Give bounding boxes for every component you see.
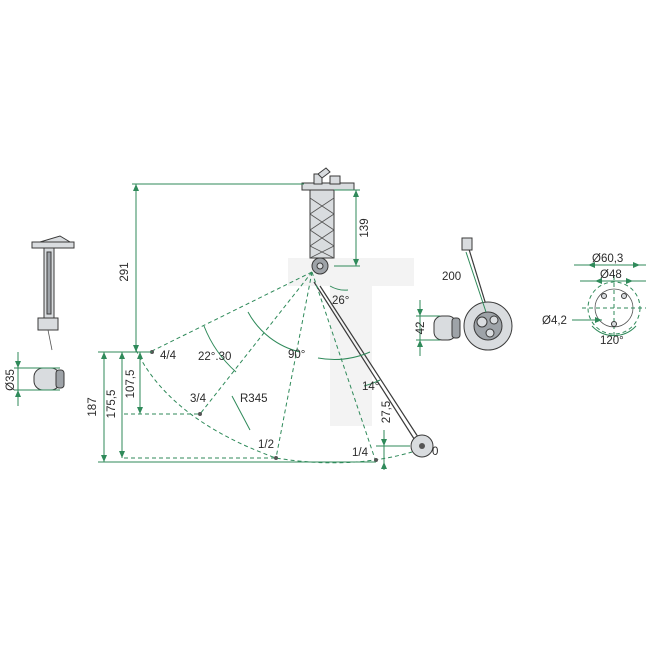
float-arm [313,281,434,458]
dimension-dia-35 [14,352,60,406]
dimension-139 [334,189,360,267]
sender-flange-head [301,167,355,191]
label-27-5: 27,5 [381,401,393,423]
label-angle-90: 90° [288,349,305,361]
dimension-175-5 [119,352,125,458]
label-dia-4-2: Ø4,2 [542,315,567,327]
label-175-5: 175,5 [106,390,118,419]
label-187: 187 [87,397,99,416]
label-dia-35: Ø35 [5,369,17,391]
dimension-107-5 [137,352,143,414]
label-pos-0: 0 [432,446,438,458]
sender-lattice-tube [309,189,335,275]
label-200: 200 [442,271,461,283]
dimension-42 [416,300,440,356]
dimension-dia-4-2 [572,317,602,323]
label-angle-120: 120° [600,335,624,347]
label-angle-22-30: 22°.30 [198,351,231,363]
angle-arcs [203,285,381,431]
label-radius-345: R345 [240,393,268,405]
dimension-dia-60-3 [574,262,646,268]
dimension-291 [128,183,304,353]
label-angle-14: 14° [362,381,379,393]
side-view-sender [31,235,75,391]
float-arc-and-positions [124,271,413,464]
label-pos-1-2: 1/2 [258,439,274,451]
label-291: 291 [119,262,131,281]
label-pos-3-4: 3/4 [190,393,207,405]
label-42: 42 [415,322,427,335]
label-pos-4-4: 4/4 [160,350,177,362]
label-107-5: 107,5 [125,370,137,399]
dimension-dia-48 [580,278,646,284]
top-view-flange [433,237,513,351]
dimension-200 [465,251,487,313]
label-pos-1-4: 1/4 [352,447,369,459]
label-dia-60-3: Ø60,3 [592,253,623,265]
dimension-27-5 [376,430,410,470]
flange-bolt-pattern [582,276,646,340]
label-dia-48: Ø48 [600,269,622,281]
dimension-187 [98,351,376,463]
label-139: 139 [359,218,371,237]
label-angle-26: 26° [332,295,349,307]
dimension-angle-120 [591,325,637,337]
